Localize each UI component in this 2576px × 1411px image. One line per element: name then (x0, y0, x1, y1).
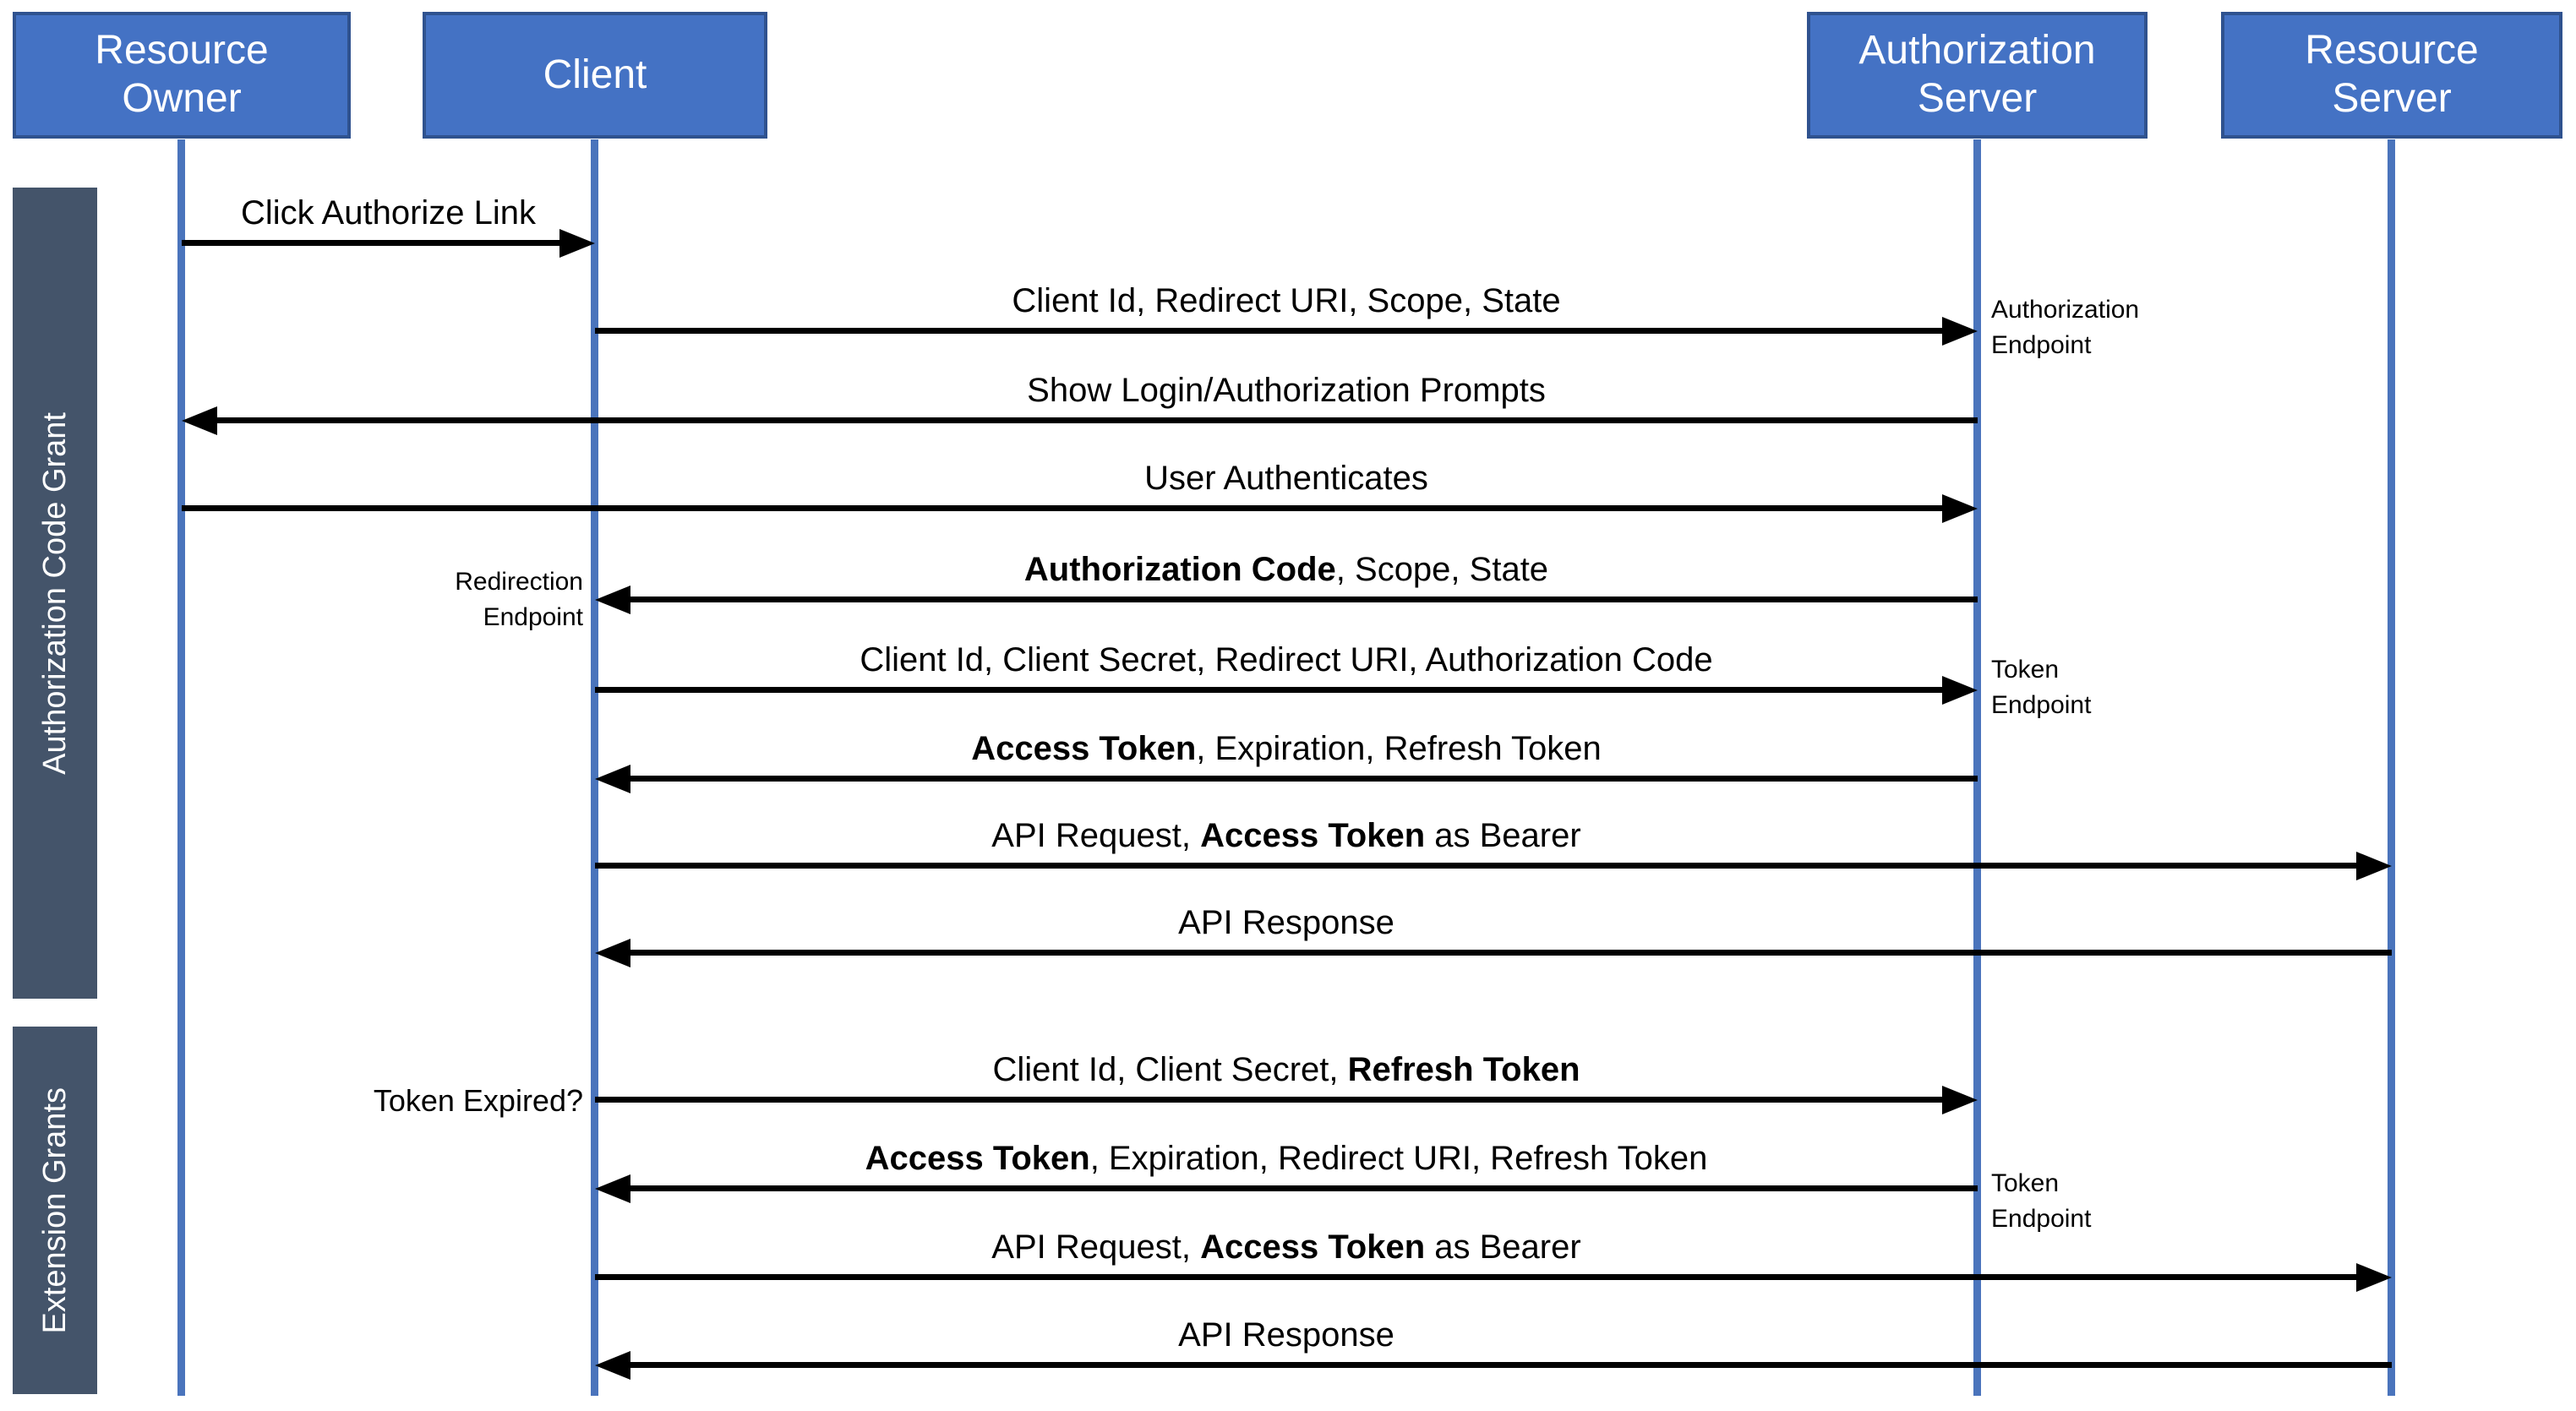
arrow-line (625, 950, 2392, 956)
lifeline-resource-server (2388, 139, 2395, 1396)
arrow-line (595, 1274, 2361, 1280)
arrowhead-right-icon (1942, 676, 1978, 705)
arrowhead-left-icon (182, 406, 217, 435)
arrowhead-right-icon (2356, 852, 2392, 880)
actor-label: Server (2332, 76, 2452, 121)
arrow-line (595, 1097, 1947, 1103)
actor-box-authorization-server: Authorization Server (1807, 12, 2148, 139)
section-label: Authorization Code Grant (36, 411, 73, 775)
arrowhead-right-icon (2356, 1263, 2392, 1292)
arrow-line (182, 505, 1947, 511)
message-label: Show Login/Authorization Prompts (1027, 372, 1546, 409)
arrow-line (625, 776, 1978, 782)
message-label: Client Id, Client Secret, Refresh Token (992, 1051, 1580, 1088)
actor-label: Owner (122, 76, 242, 121)
arrowhead-left-icon (595, 1351, 630, 1380)
arrowhead-left-icon (595, 1174, 630, 1203)
section-extension-grants: Extension Grants (13, 1027, 97, 1394)
message-label: Access Token, Expiration, Refresh Token (971, 730, 1602, 767)
message-label: Click Authorize Link (240, 194, 537, 232)
annotation-line: Endpoint (483, 603, 583, 631)
arrow-line (625, 597, 1978, 602)
arrowhead-left-icon (595, 939, 630, 967)
message-label: Access Token, Expiration, Redirect URI, … (865, 1140, 1708, 1177)
section-authorization-code-grant: Authorization Code Grant (13, 188, 97, 999)
message-label: API Request, Access Token as Bearer (991, 1228, 1581, 1266)
message-label: Client Id, Redirect URI, Scope, State (1012, 282, 1561, 319)
actor-label: Server (1917, 76, 2038, 121)
section-label: Extension Grants (36, 1087, 73, 1334)
arrowhead-left-icon (595, 765, 630, 793)
annotation-token-endpoint-1: Token Endpoint (1991, 652, 2091, 723)
annotation-line: Token (1991, 1169, 2060, 1197)
arrowhead-left-icon (595, 586, 630, 614)
annotation-authorization-endpoint: Authorization Endpoint (1991, 292, 2139, 363)
actor-label: Resource (95, 28, 269, 74)
actor-label: Resource (2305, 28, 2479, 74)
actor-label: Authorization (1858, 28, 2096, 74)
annotation-line: Endpoint (1991, 331, 2092, 359)
arrowhead-right-icon (1942, 494, 1978, 523)
arrow-line (625, 1362, 2392, 1368)
annotation-line: Authorization (1991, 296, 2140, 324)
arrow-line (212, 417, 1978, 423)
arrowhead-right-icon (1942, 317, 1978, 346)
arrow-line (595, 863, 2361, 869)
actor-box-client: Client (423, 12, 767, 139)
message-label: Client Id, Client Secret, Redirect URI, … (860, 641, 1713, 678)
message-label: API Request, Access Token as Bearer (991, 817, 1581, 854)
message-label: API Response (1178, 904, 1394, 941)
arrow-line (595, 328, 1947, 334)
actor-box-resource-server: Resource Server (2221, 12, 2562, 139)
actor-box-resource-owner: Resource Owner (13, 12, 351, 139)
lifeline-authorization-server (1973, 139, 1981, 1396)
annotation-line: Endpoint (1991, 1205, 2092, 1233)
lifeline-resource-owner (177, 139, 185, 1396)
arrow-line (182, 240, 565, 246)
arrowhead-right-icon (1942, 1086, 1978, 1114)
annotation-line: Redirection (455, 568, 583, 596)
message-label: API Response (1178, 1316, 1394, 1354)
arrow-line (595, 687, 1947, 693)
annotation-redirection-endpoint: Redirection Endpoint (338, 564, 583, 635)
annotation-token-expired: Token Expired? (373, 1083, 583, 1118)
annotation-token-endpoint-2: Token Endpoint (1991, 1166, 2091, 1237)
arrow-line (625, 1185, 1978, 1191)
annotation-line: Endpoint (1991, 691, 2092, 719)
lifeline-client (591, 139, 598, 1396)
message-label: User Authenticates (1144, 460, 1428, 497)
message-label: Authorization Code, Scope, State (1023, 551, 1549, 588)
actor-label: Client (543, 52, 647, 97)
arrowhead-right-icon (559, 229, 595, 258)
annotation-line: Token (1991, 656, 2060, 684)
